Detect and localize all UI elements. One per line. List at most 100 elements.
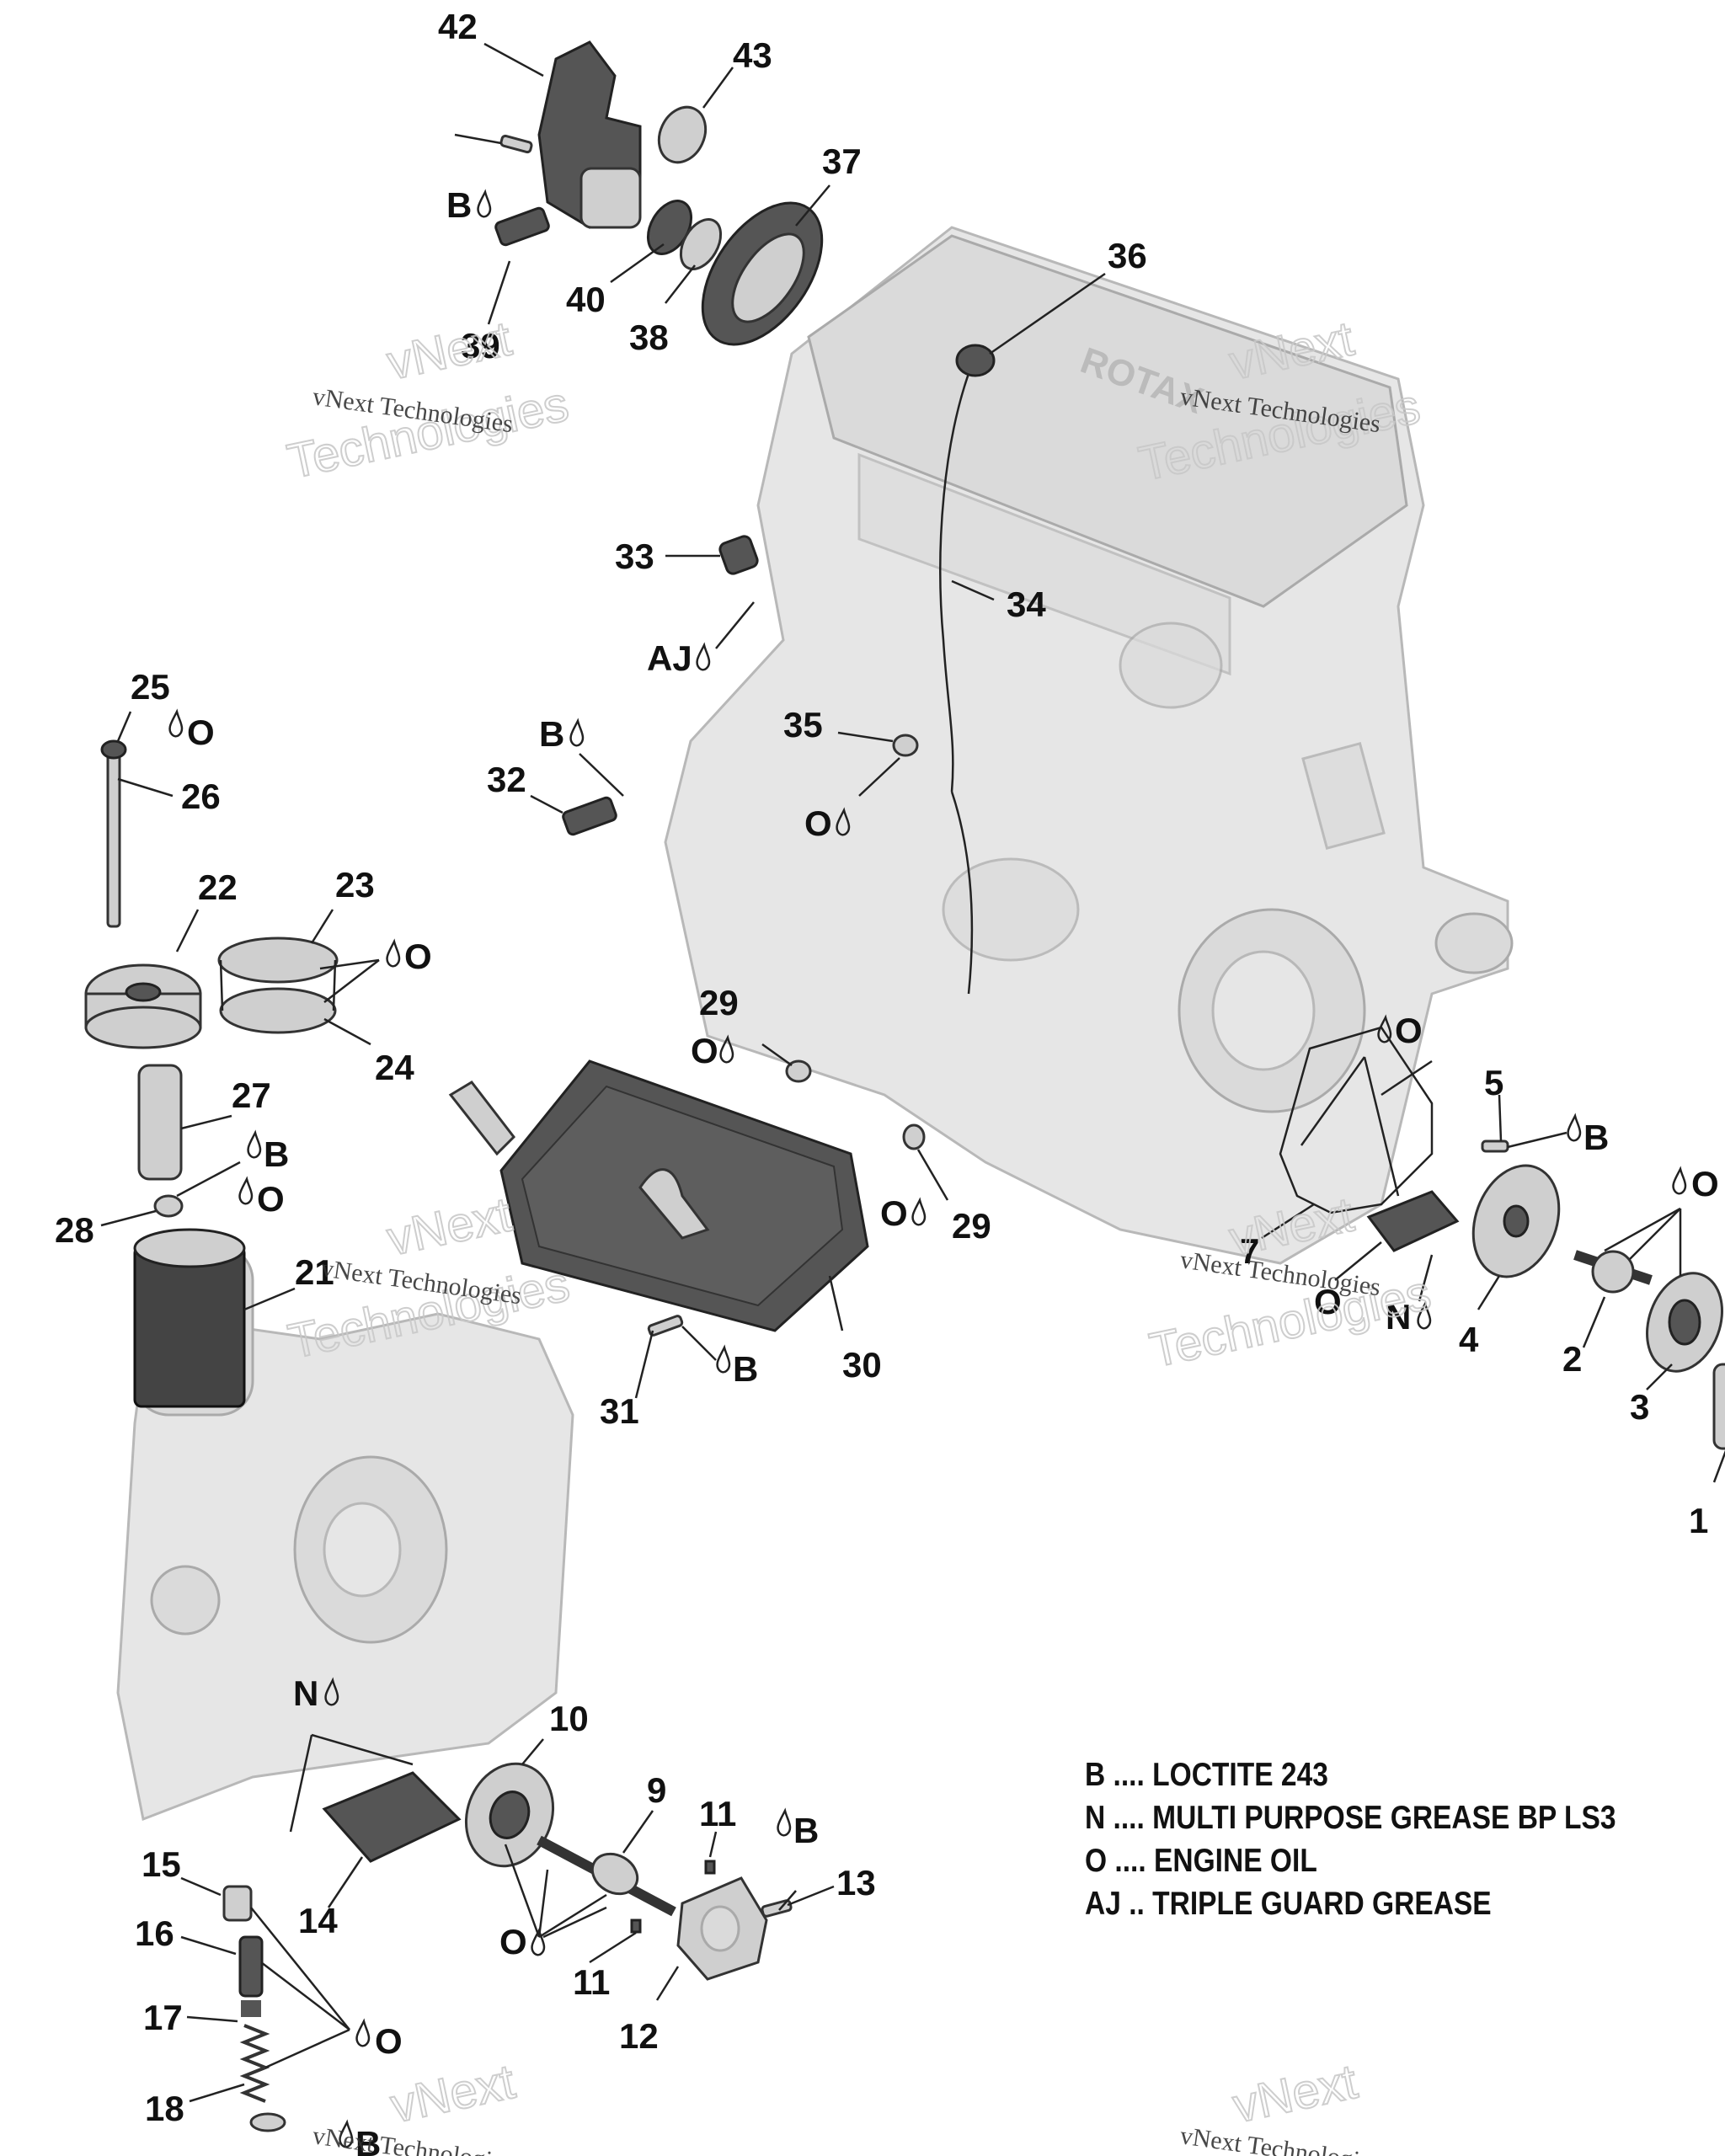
dipstick-cap-36 [955,344,996,377]
label-39: 42 [438,7,478,46]
label-26: 26 [181,776,221,816]
legend-aj: AJ .. TRIPLE GUARD GREASE [1085,1886,1492,1922]
valve-parts-15-18 [222,1885,286,2132]
label-35: 35 [783,705,823,744]
o-ring-35 [892,734,919,757]
marker-o-9-10: O [499,1922,546,1961]
marker-b-5: B [1567,1113,1609,1157]
watermark-bottom-right: vNext [1227,2053,1363,2134]
svg-text:O: O [375,2021,403,2061]
oil-cooler-30 [448,1059,869,1332]
marker-b-32: B [539,714,585,754]
pin-11b [630,1919,642,1934]
marker-o-15-18: O [355,2018,403,2061]
marker-b-43: B [446,185,492,225]
svg-text:B: B [264,1134,289,1174]
legend-b: B .... LOCTITE 243 [1085,1757,1328,1793]
marker-o-7: O [1377,1011,1423,1050]
svg-text:O: O [804,803,832,843]
o-ring-41 [657,105,708,164]
marker-b-28: B [247,1129,289,1174]
label-12: 12 [619,2016,659,2056]
marker-b-bottom: B [339,2119,381,2156]
label-31: 31 [600,1391,639,1431]
marker-o-29a: O [691,1031,734,1070]
label-40: 40 [566,280,606,319]
svg-text:vNext: vNext [382,1187,516,1266]
label-17: 17 [143,1998,183,2037]
gasket-7 [1279,1026,1434,1214]
label-28: 28 [55,1210,94,1250]
svg-text:O: O [1395,1011,1423,1050]
marker-aj-33: AJ [647,638,711,678]
label-16: 16 [135,1913,174,1953]
screen-6 [1366,1190,1460,1252]
label-21: 21 [295,1252,334,1292]
marker-b-31: B [716,1344,758,1389]
label-14: 14 [298,1901,338,1940]
tube-27 [137,1064,183,1181]
leader-lines [100,42,1725,2103]
label-7: 7 [1240,1231,1259,1271]
marker-n-14: N [293,1673,339,1713]
label-34: 34 [1007,584,1046,624]
label-37: 37 [822,141,862,181]
svg-text:B: B [355,2124,381,2156]
watermark-bottom-left: vNext [385,2053,521,2134]
screen-14 [322,1771,462,1863]
o-rings-23-24 [217,937,339,1034]
marker-o-29b: O [880,1193,927,1233]
o-ring-29a [785,1059,812,1083]
svg-text:O: O [257,1179,285,1219]
label-24: 24 [375,1048,414,1087]
marker-n-6: N [1386,1297,1432,1337]
label-30: 30 [842,1345,882,1385]
screw-31 [647,1315,684,1337]
svg-text:O: O [404,937,432,976]
label-25: 25 [131,667,170,707]
o-ring-29b [902,1123,926,1150]
plug-32 [562,796,617,836]
marker-b-13: B [777,1807,819,1850]
label-18: 18 [145,2089,184,2128]
label-10: 10 [549,1699,589,1738]
label-42: 39 [461,326,500,366]
svg-text:AJ: AJ [647,638,692,678]
marker-o-6: O [1314,1282,1342,1321]
marker-o-2-3: O [1672,1164,1719,1203]
part-28 [153,1194,184,1218]
label-11a: 11 [699,1794,736,1833]
label-33: 33 [615,536,654,576]
dipstick-tube-34 [939,361,975,792]
bolt-25 [106,748,121,928]
oil-filter-21 [133,1228,246,1408]
filter-cap-22 [84,963,202,1049]
marker-o-23-24: O [386,937,432,976]
svg-text:O: O [499,1922,527,1961]
legend-n: N .... MULTI PURPOSE GREASE BP LS3 [1085,1800,1616,1836]
label-41: 43 [733,35,772,75]
label-1: 1 [1689,1501,1708,1540]
label-29b: 29 [952,1206,991,1246]
svg-text:N: N [1386,1297,1411,1337]
part-number-labels: 42 43 37 36 40 38 39 33 34 35 32 25 26 2… [55,7,1708,2128]
svg-text:B: B [1583,1118,1609,1157]
label-32: 32 [487,760,526,799]
svg-text:B: B [539,714,564,754]
label-2: 2 [1562,1339,1582,1379]
label-11b: 11 [573,1962,610,2002]
svg-text:O: O [187,712,215,752]
label-29a: 29 [699,983,739,1022]
sensor-33 [718,535,759,575]
marker-o-35: O [804,803,851,843]
svg-text:vNext: vNext [1228,2054,1362,2133]
label-38: 38 [629,318,669,357]
engine-block: ROTAX [664,226,1514,1265]
pin-11a [704,1860,716,1875]
pump-cover-12 [676,1876,768,1981]
screw-43 [499,134,533,154]
label-5: 5 [1484,1063,1503,1102]
label-22: 22 [198,867,238,907]
